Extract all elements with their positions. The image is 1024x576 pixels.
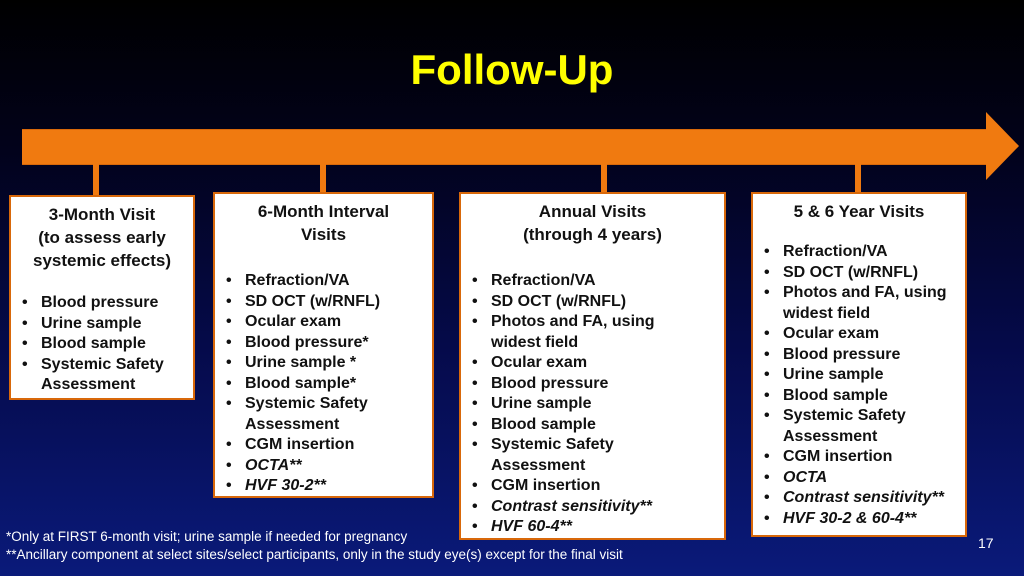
list-item: Photos and FA, using widest field xyxy=(467,312,657,353)
list-item: Blood pressure xyxy=(17,293,187,314)
list-item: Blood pressure* xyxy=(221,333,426,354)
visit-item-list: Refraction/VA SD OCT (w/RNFL) Ocular exa… xyxy=(221,271,426,497)
list-item: SD OCT (w/RNFL) xyxy=(759,263,959,284)
visit-box-3-month: 3-Month Visit (to assess early systemic … xyxy=(9,195,195,400)
list-item: Urine sample xyxy=(759,365,959,386)
list-item: Systemic Safety Assessment xyxy=(221,394,426,435)
list-item: Blood pressure xyxy=(759,345,959,366)
list-item: Blood sample xyxy=(17,334,187,355)
list-item: CGM insertion xyxy=(759,447,959,468)
list-item: Systemic Safety Assessment xyxy=(17,355,187,396)
list-item: CGM insertion xyxy=(221,435,426,456)
list-item: Refraction/VA xyxy=(759,242,959,263)
connector-5-6-year xyxy=(855,163,861,193)
list-item: HVF 60-4** xyxy=(467,517,657,538)
slide-title: Follow-Up xyxy=(410,46,614,93)
list-item: OCTA** xyxy=(221,456,426,477)
list-item: Systemic Safety Assessment xyxy=(467,435,657,476)
visit-heading: 5 & 6 Year Visits xyxy=(793,202,925,221)
list-item: CGM insertion xyxy=(467,476,657,497)
list-item: HVF 30-2 & 60-4** xyxy=(759,509,959,530)
list-item: Contrast sensitivity** xyxy=(759,488,959,509)
list-item: Contrast sensitivity** xyxy=(467,497,657,518)
list-item: Blood sample xyxy=(759,386,959,407)
list-item: Ocular exam xyxy=(221,312,426,333)
list-item: Ocular exam xyxy=(759,324,959,345)
list-item: Systemic Safety Assessment xyxy=(759,406,959,447)
visit-heading: 3-Month Visit (to assess early systemic … xyxy=(33,205,171,270)
visit-item-list: Blood pressure Urine sample Blood sample… xyxy=(17,293,187,396)
list-item: SD OCT (w/RNFL) xyxy=(467,292,657,313)
list-item: HVF 30-2** xyxy=(221,476,426,497)
visit-heading: Annual Visits (through 4 years) xyxy=(523,202,662,244)
page-number: 17 xyxy=(978,535,994,551)
list-item: Urine sample xyxy=(17,314,187,335)
connector-annual xyxy=(601,163,607,193)
list-item: Refraction/VA xyxy=(467,271,657,292)
visit-item-list: Refraction/VA SD OCT (w/RNFL) Photos and… xyxy=(467,271,657,538)
timeline-arrow-head xyxy=(986,112,1019,180)
visit-box-annual: Annual Visits (through 4 years) Refracti… xyxy=(459,192,726,540)
list-item: SD OCT (w/RNFL) xyxy=(221,292,426,313)
connector-6-month xyxy=(320,163,326,193)
visit-box-6-month: 6-Month Interval Visits Refraction/VA SD… xyxy=(213,192,434,498)
visit-item-list: Refraction/VA SD OCT (w/RNFL) Photos and… xyxy=(759,242,959,529)
list-item: Refraction/VA xyxy=(221,271,426,292)
connector-3-month xyxy=(93,163,99,195)
list-item: Photos and FA, using widest field xyxy=(759,283,959,324)
timeline-arrow-shaft xyxy=(22,129,988,165)
footnote-double-asterisk: **Ancillary component at select sites/se… xyxy=(6,547,623,562)
list-item: Urine sample * xyxy=(221,353,426,374)
list-item: Urine sample xyxy=(467,394,657,415)
list-item: Blood pressure xyxy=(467,374,657,395)
list-item: Blood sample xyxy=(467,415,657,436)
footnote-single-asterisk: *Only at FIRST 6-month visit; urine samp… xyxy=(6,529,408,544)
list-item: Ocular exam xyxy=(467,353,657,374)
list-item: Blood sample* xyxy=(221,374,426,395)
list-item: OCTA xyxy=(759,468,959,489)
visit-heading: 6-Month Interval Visits xyxy=(257,202,390,244)
visit-box-5-6-year: 5 & 6 Year Visits Refraction/VA SD OCT (… xyxy=(751,192,967,537)
